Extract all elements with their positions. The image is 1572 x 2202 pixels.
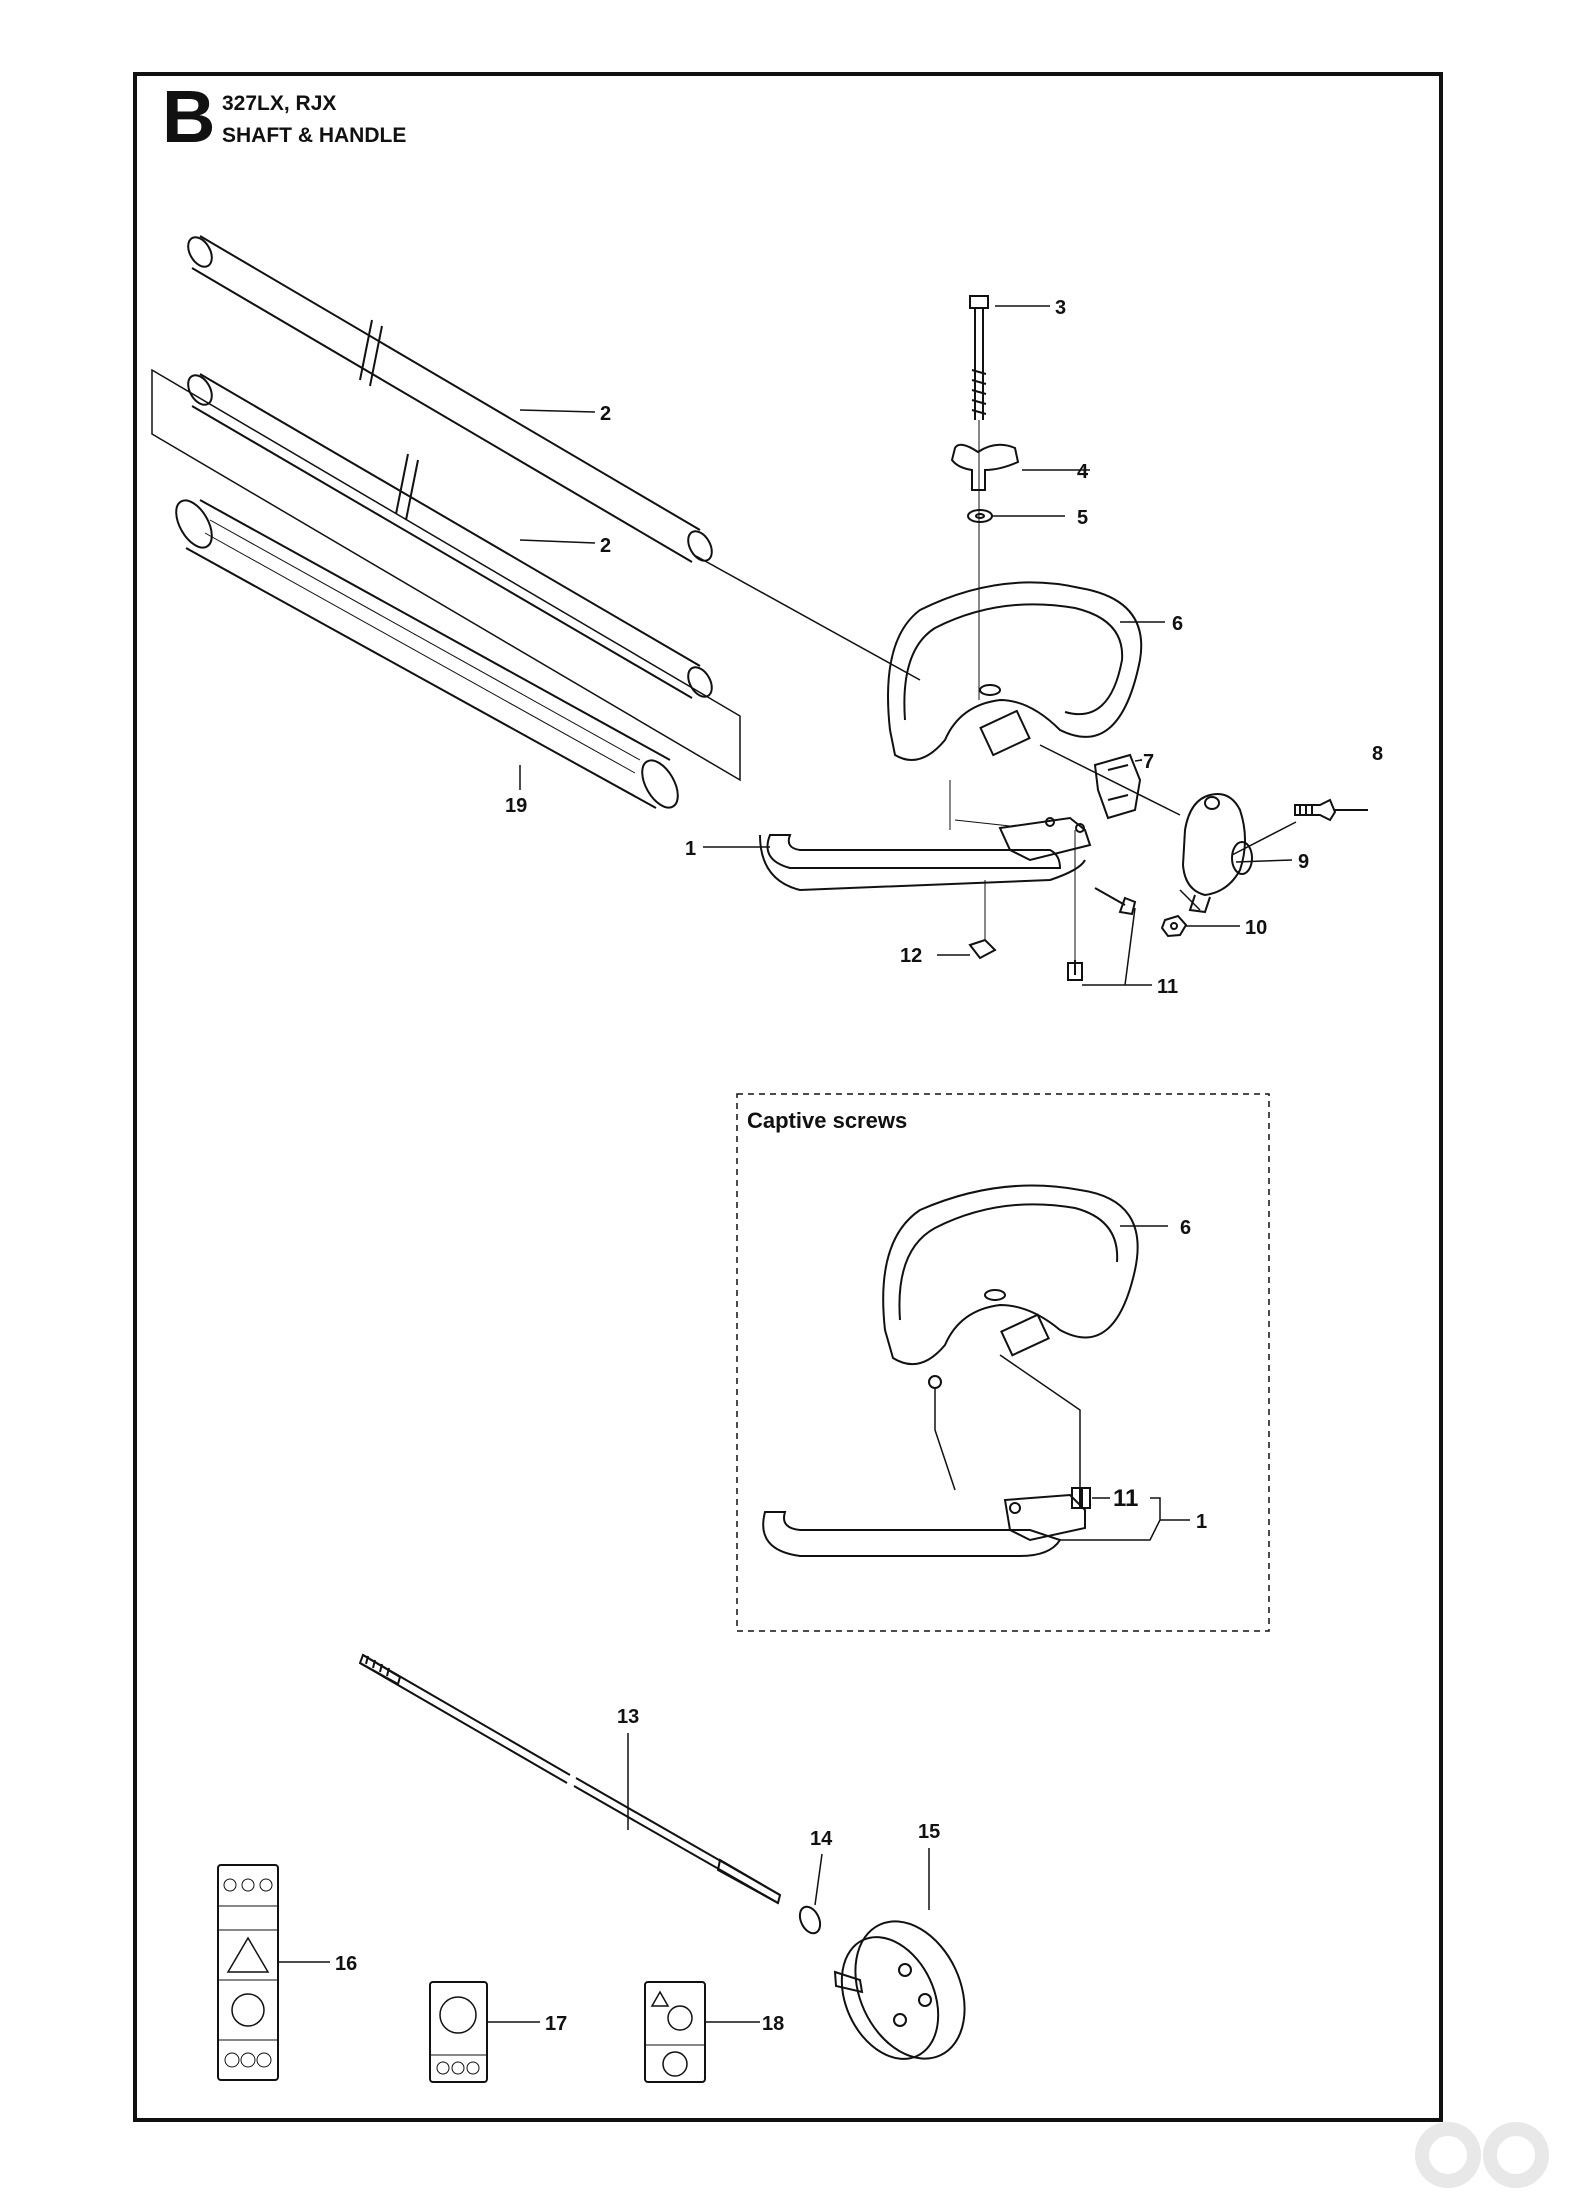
callout-labels: 2 2 3 4 5 6 7 8 9 10 11 12 19 1 6 11 1 1… [335, 297, 1383, 2035]
callout-15: 15 [918, 1821, 940, 1843]
callout-3: 3 [1055, 297, 1066, 319]
callout-6: 6 [1172, 613, 1183, 635]
square-nut-part [968, 938, 997, 960]
inset-box [736, 1093, 1270, 1632]
callout-18: 18 [762, 2013, 784, 2035]
inset-title: Captive screws [747, 1108, 908, 1133]
callout-2-a: 2 [600, 403, 611, 425]
callout-2-b: 2 [600, 535, 611, 557]
callout-11-inset: 11 [1113, 1485, 1138, 1512]
callout-4: 4 [1077, 461, 1089, 483]
nut-guide-line [1179, 889, 1201, 911]
lower-handle-part [759, 816, 1092, 892]
callout-17: 17 [545, 2013, 567, 2035]
grip-tube [175, 499, 679, 809]
handle-screw-a [1094, 887, 1137, 916]
callout-1: 1 [685, 838, 696, 860]
grip-outline [151, 368, 741, 782]
section-letter: B [162, 75, 216, 158]
callout-10: 10 [1245, 917, 1267, 939]
wing-knob-part [950, 443, 1020, 491]
shaft-tube-upper [187, 235, 713, 563]
bolt-part [969, 295, 989, 420]
washer-part [967, 509, 993, 523]
bracket-part [1181, 793, 1253, 914]
callout-14: 14 [810, 1828, 833, 1850]
callout-13: 13 [617, 1706, 639, 1728]
drive-shaft-part [358, 1653, 782, 1905]
callout-12: 12 [900, 945, 922, 967]
o-ring-part [798, 1905, 822, 1935]
callout-9: 9 [1298, 851, 1309, 873]
callout-19: 19 [505, 795, 527, 817]
callout-1-inset: 1 [1196, 1511, 1207, 1533]
leader-lines-top [519, 305, 1293, 986]
callout-7: 7 [1143, 751, 1154, 773]
handle-loop-part [887, 581, 1143, 761]
decal-18 [644, 1981, 706, 2083]
page-title: SHAFT & HANDLE [222, 124, 407, 147]
clamp-guide-line [1039, 744, 1181, 816]
callout-6-inset: 6 [1180, 1217, 1191, 1239]
washer-hole [975, 513, 985, 519]
inset-guide-lines [934, 1354, 1081, 1500]
leader-lines-inset [1060, 1225, 1190, 1541]
callout-5: 5 [1077, 507, 1088, 529]
diagram-frame [133, 72, 1443, 2122]
callout-16: 16 [335, 1953, 357, 1975]
handle-screw-b [1067, 960, 1083, 981]
model-label: 327LX, RJX [222, 92, 337, 115]
handle-guide-line-2 [954, 819, 1011, 827]
callout-8: 8 [1372, 743, 1383, 765]
clutch-drum-part [833, 1920, 966, 2060]
screw-guide-line [1231, 821, 1297, 856]
inset-lower-handle [762, 1487, 1091, 1557]
watermark-logo-icon [1415, 2122, 1549, 2188]
nut-part [1160, 914, 1188, 938]
clamp-part [1093, 753, 1142, 820]
leader-lines-bottom [278, 1733, 930, 2023]
screw-part [1294, 798, 1368, 822]
decal-16 [217, 1864, 279, 2081]
decal-17 [429, 1981, 488, 2083]
shaft-guide-line [695, 555, 921, 681]
inset-handle-loop [882, 1184, 1139, 1389]
callout-11: 11 [1157, 976, 1178, 998]
